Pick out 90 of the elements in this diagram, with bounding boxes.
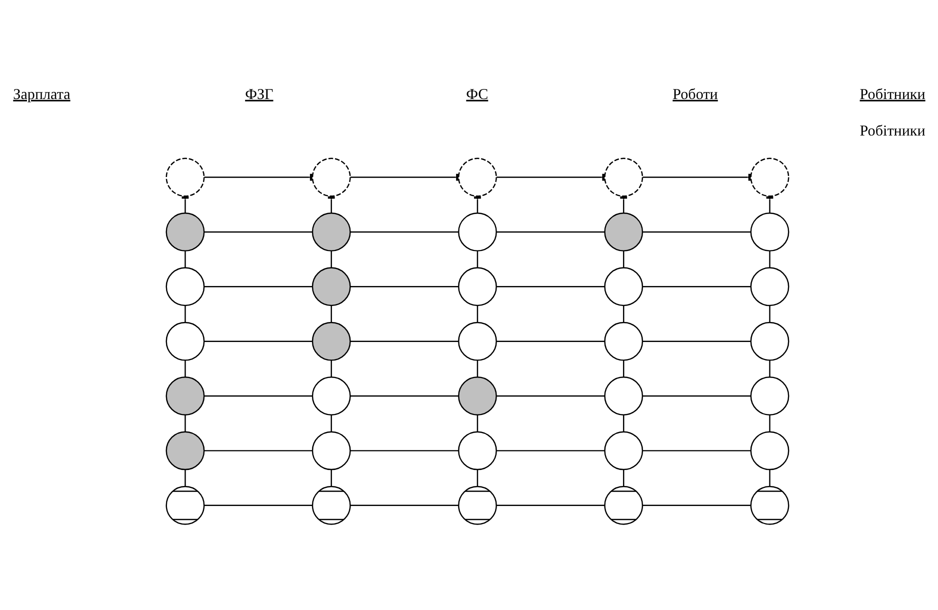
connector [184,360,186,377]
connector [350,450,458,451]
node-circle [458,212,497,251]
node-circle [458,157,497,196]
node-circle [458,266,497,306]
connector [496,286,605,287]
node-circle [166,485,205,524]
node-circle [458,485,497,524]
connector [476,414,478,432]
connector [769,305,770,322]
label: Робітники [860,123,926,140]
connector [204,286,312,287]
connector [496,504,605,506]
connector [642,394,751,396]
node-circle [166,157,205,196]
connector [496,394,605,396]
connector [330,305,332,322]
node-circle [750,376,790,415]
node-circle [750,485,790,524]
connector [184,414,186,432]
node-circle [750,266,790,306]
node-circle [312,430,351,470]
node-circle [750,157,790,196]
connector [769,250,770,268]
node-circle [604,321,644,360]
node-circle [312,485,351,524]
connector [496,450,605,451]
connector [623,414,624,432]
connector [769,360,770,377]
connector [623,305,624,322]
connector [623,250,624,268]
connector [330,250,332,268]
connector [476,360,478,377]
node-circle [604,376,644,415]
connector [642,286,751,287]
node-circle [166,376,205,415]
node-circle [750,321,790,360]
connector [330,360,332,377]
connector [642,504,751,506]
node-circle [166,321,205,360]
node-circle [312,266,351,306]
connector [476,305,478,322]
connector [350,340,458,342]
node-circle [604,157,644,196]
connector [350,504,458,506]
connector [642,340,751,342]
connector [623,469,624,486]
node-circle [604,485,644,524]
connector [204,450,312,451]
connector [330,469,332,486]
node-circle [750,430,790,470]
label: ФС [466,86,488,102]
node-circle [604,430,644,470]
connector [204,230,312,232]
connector [184,469,186,486]
connector [204,504,312,506]
node-circle [458,321,497,360]
node-circle [604,212,644,251]
label: Робітники [860,86,926,102]
connector [204,340,312,342]
connector [769,414,770,432]
connector [623,360,624,377]
node-circle [166,430,205,470]
node-circle [166,212,205,251]
node-circle [312,321,351,360]
connector [350,394,458,396]
node-circle [166,266,205,306]
connector [769,469,770,486]
node-circle [458,430,497,470]
connector [496,340,605,342]
connector [642,450,751,451]
connector [476,250,478,268]
connector [350,286,458,287]
connector [476,469,478,486]
connector [642,230,751,232]
connector [204,394,312,396]
node-circle [750,212,790,251]
connector [184,250,186,268]
node-circle [312,212,351,251]
connector [350,230,458,232]
label: ФЗГ [245,86,274,102]
node-circle [312,376,351,415]
node-circle [458,376,497,415]
node-circle [312,157,351,196]
label: Роботи [672,86,718,102]
label: Зарплата [13,86,70,102]
node-circle [604,266,644,306]
connector [330,414,332,432]
connector [184,305,186,322]
connector [496,230,605,232]
